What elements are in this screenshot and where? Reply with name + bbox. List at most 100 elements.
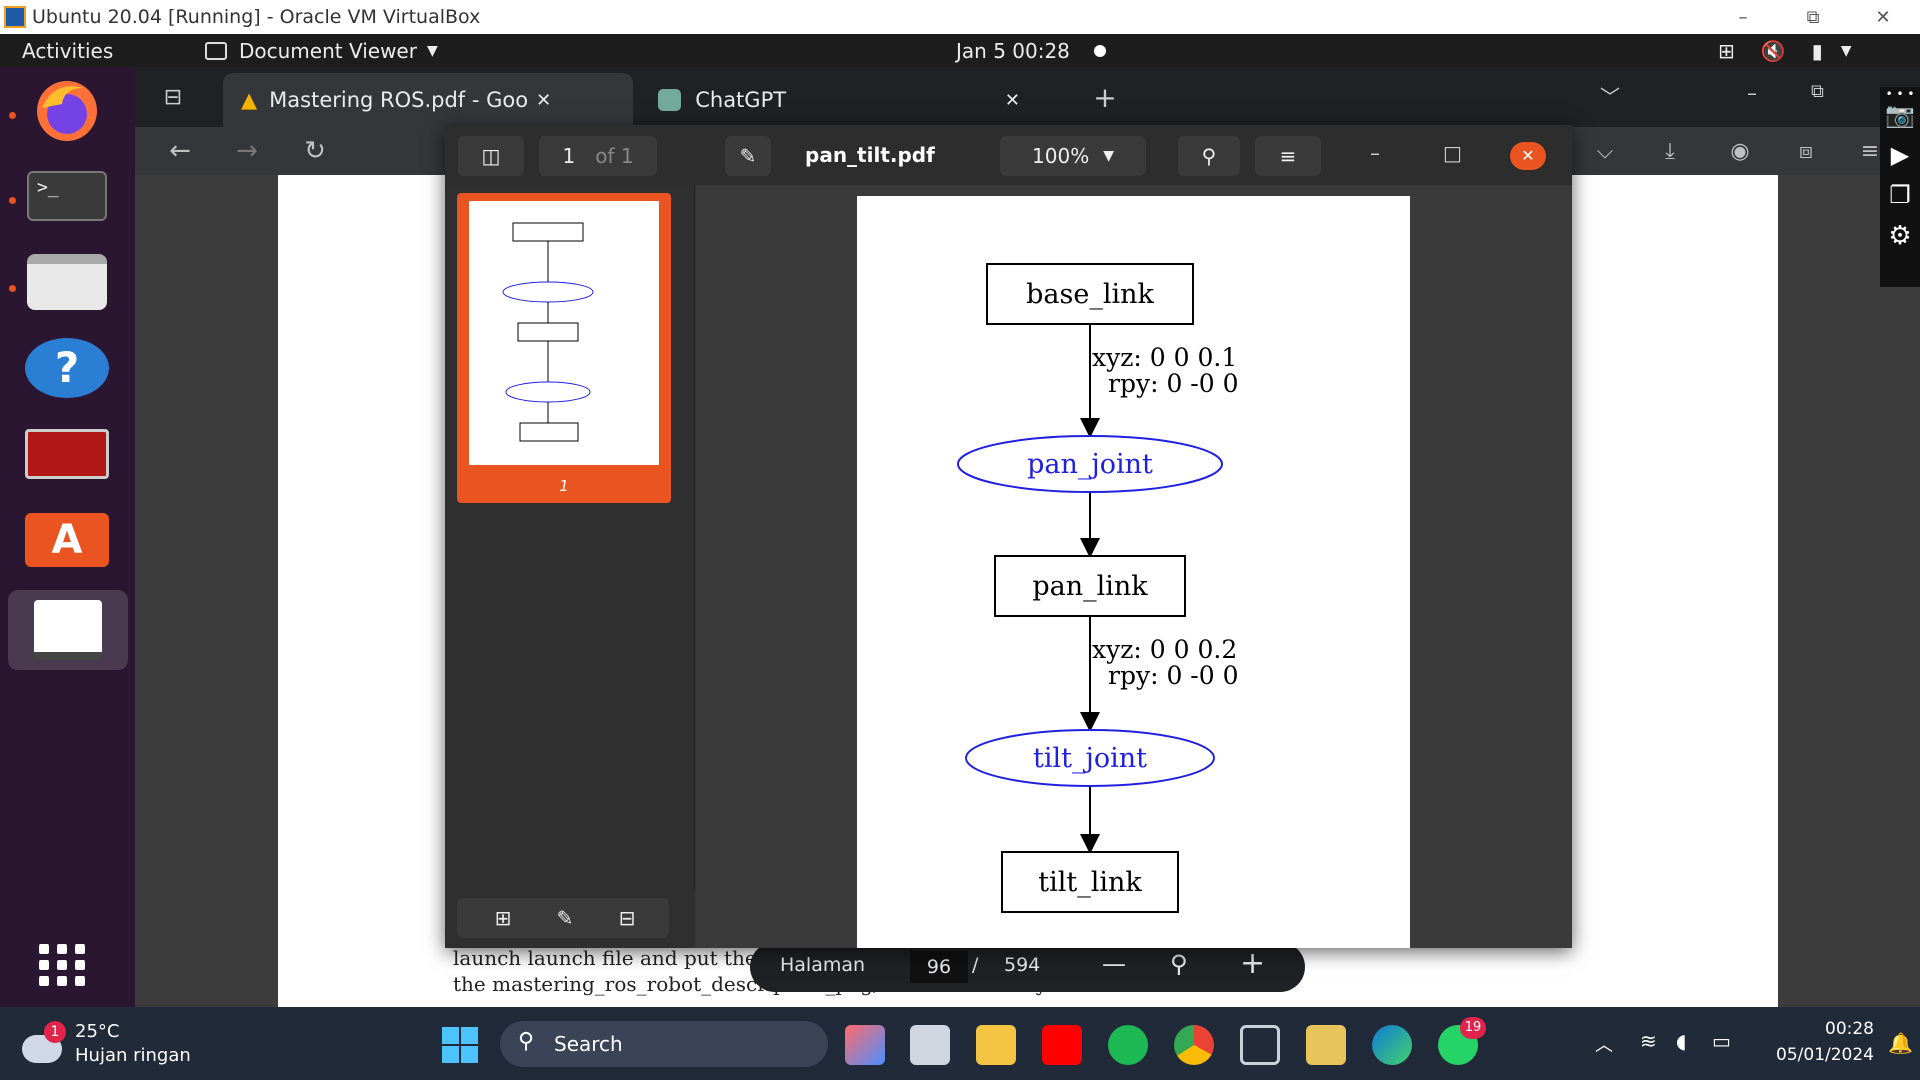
annotate-pen-icon[interactable]: ✎ xyxy=(725,136,771,176)
chrome-icon[interactable] xyxy=(1174,1025,1214,1065)
tab-close-icon[interactable]: ✕ xyxy=(536,89,552,111)
account-icon[interactable]: ◉ xyxy=(1730,138,1750,164)
page-current: 1 xyxy=(562,144,576,168)
battery-icon[interactable]: ▭ xyxy=(1712,1029,1731,1053)
thumbnail-page-label: 1 xyxy=(559,477,569,495)
hamburger-menu-icon[interactable]: ≡ xyxy=(1255,136,1321,176)
camera-icon[interactable]: 📷 xyxy=(1885,101,1915,129)
zoom-select[interactable]: 100% ▼ xyxy=(1000,136,1146,176)
restore-icon[interactable]: ⧉ xyxy=(1811,81,1824,102)
running-indicator xyxy=(9,112,16,119)
start-windows-icon[interactable] xyxy=(442,1027,478,1063)
weather-temp: 25°C xyxy=(75,1021,120,1042)
close-button[interactable]: ✕ xyxy=(1875,6,1891,28)
search-icon: ⚲ xyxy=(518,1029,535,1054)
thumbnails-icon[interactable]: ⊞ xyxy=(494,906,512,930)
taskbar-time[interactable]: 00:28 xyxy=(1825,1019,1874,1039)
virtualbox-icon xyxy=(4,6,26,28)
close-icon[interactable]: ✕ xyxy=(1510,142,1546,170)
graph-node-base_link: base_link xyxy=(986,263,1194,325)
whatsapp-icon[interactable]: 19 xyxy=(1438,1017,1486,1065)
forward-arrow-icon[interactable]: → xyxy=(236,136,258,166)
reload-icon[interactable]: ↻ xyxy=(304,136,326,166)
google-drive-icon: ▲ xyxy=(241,88,258,112)
virtualbox-taskbar-icon[interactable] xyxy=(1240,1025,1280,1065)
sidebar-toggle-icon[interactable]: ◫ xyxy=(458,136,524,176)
tab-close-icon[interactable]: ✕ xyxy=(1004,89,1020,111)
weather-description: Hujan ringan xyxy=(75,1045,191,1066)
youtube-icon[interactable] xyxy=(1042,1025,1082,1065)
taskbar-date[interactable]: 05/01/2024 xyxy=(1776,1045,1874,1065)
system-menu[interactable]: ⊞ 🔇 ▮ ▼ xyxy=(1718,34,1851,67)
restore-button[interactable]: ⧉ xyxy=(1806,6,1820,28)
search-icon[interactable]: ⚲ xyxy=(1178,136,1240,176)
app-menu[interactable]: Document Viewer ▼ xyxy=(205,34,438,67)
windows-taskbar: 1 25°C Hujan ringan ⚲ Search 19 ︿ ≋ ◖ ▭ … xyxy=(0,1007,1920,1080)
bookmarks-icon[interactable]: ⊟ xyxy=(618,906,636,930)
app-grid-icon[interactable] xyxy=(22,929,112,999)
terminal-icon[interactable]: >_ xyxy=(22,161,112,231)
minimize-button[interactable]: – xyxy=(1738,6,1748,28)
menu-icon[interactable]: ≡ xyxy=(1860,138,1880,164)
extensions-icon[interactable]: ⧈ xyxy=(1799,138,1813,164)
thumbnail-sidebar: 1 xyxy=(445,185,695,948)
chevron-down-icon: ▼ xyxy=(1840,42,1852,59)
video-icon[interactable]: ▶ xyxy=(1890,141,1910,169)
tab-search-icon[interactable]: ⊟ xyxy=(163,84,183,110)
download-icon[interactable]: ⤓ xyxy=(1665,138,1675,164)
notification-dot-icon xyxy=(1093,44,1106,57)
taskbar-search[interactable]: ⚲ Search xyxy=(500,1021,828,1067)
page-input[interactable]: 96 xyxy=(910,951,968,983)
graph-node-label: base_link xyxy=(1026,279,1154,310)
document-title: pan_tilt.pdf xyxy=(805,143,935,167)
files-icon[interactable] xyxy=(22,247,112,317)
notification-bell-icon[interactable]: 🔔 xyxy=(1888,1031,1913,1055)
graph-node-label: tilt_joint xyxy=(1033,743,1147,774)
tab-label: ChatGPT xyxy=(695,88,787,112)
minimize-icon[interactable]: – xyxy=(1370,141,1380,165)
windows-icon[interactable]: ❐ xyxy=(1889,181,1911,209)
edge-icon[interactable] xyxy=(1372,1025,1412,1065)
search-label: Search xyxy=(554,1032,623,1056)
task-view-icon[interactable] xyxy=(910,1025,950,1065)
copilot-icon[interactable] xyxy=(845,1025,885,1065)
graph-node-label: pan_link xyxy=(1032,571,1148,602)
maximize-icon[interactable]: □ xyxy=(1443,141,1462,165)
ubuntu-dock: >_ ? A xyxy=(0,67,135,1007)
back-arrow-icon[interactable]: ← xyxy=(169,136,191,166)
thumbnail-selected[interactable]: 1 xyxy=(457,193,671,503)
more-icon[interactable]: • • • xyxy=(1885,87,1915,101)
activities-button[interactable]: Activities xyxy=(22,38,114,63)
wifi-icon[interactable]: ≋ xyxy=(1640,1029,1657,1053)
weather-badge: 1 xyxy=(44,1021,66,1043)
file-explorer-icon[interactable] xyxy=(976,1025,1016,1065)
workspaces-icon[interactable] xyxy=(22,419,112,489)
minimize-icon[interactable]: – xyxy=(1747,81,1757,105)
gear-icon[interactable]: ⚙ xyxy=(1888,221,1912,251)
help-icon[interactable]: ? xyxy=(22,333,112,403)
tab-chatgpt[interactable]: ChatGPT ✕ xyxy=(640,73,1020,127)
weather-icon[interactable]: 1 xyxy=(22,1021,68,1067)
tab-mastering-ros[interactable]: ▲ Mastering ROS.pdf - Goo ✕ xyxy=(223,73,633,127)
firefox-icon[interactable] xyxy=(22,76,112,146)
software-icon[interactable]: A xyxy=(22,505,112,575)
pocket-icon[interactable]: ⌵ xyxy=(1596,138,1614,164)
graph-node-label: pan_joint xyxy=(1027,449,1153,480)
new-tab-button[interactable]: + xyxy=(1093,80,1117,114)
document-viewer-icon[interactable] xyxy=(8,590,128,670)
tab-list-chevron-icon[interactable]: ﹀ xyxy=(1600,85,1620,109)
vm-running-icon[interactable] xyxy=(1306,1025,1346,1065)
speaker-icon[interactable]: ◖ xyxy=(1676,1029,1687,1053)
edge-label-rpy: rpy: 0 -0 0 xyxy=(1108,369,1239,398)
annotations-icon[interactable]: ✎ xyxy=(556,906,574,930)
graph-node-tilt_joint: tilt_joint xyxy=(965,729,1215,787)
zoom-in-button[interactable]: + xyxy=(1240,946,1266,981)
virtualbox-title-bar: Ubuntu 20.04 [Running] - Oracle VM Virtu… xyxy=(0,0,1920,34)
spotify-icon[interactable] xyxy=(1108,1025,1148,1065)
zoom-out-button[interactable]: — xyxy=(1102,950,1126,978)
clock[interactable]: Jan 5 00:28 xyxy=(956,34,1106,67)
chevron-up-icon[interactable]: ︿ xyxy=(1595,1035,1613,1056)
page-selector[interactable]: 1 of 1 xyxy=(539,136,657,176)
pdf-page-toolbar: Halaman 96 / 594 — ⚲ + xyxy=(750,942,1305,992)
